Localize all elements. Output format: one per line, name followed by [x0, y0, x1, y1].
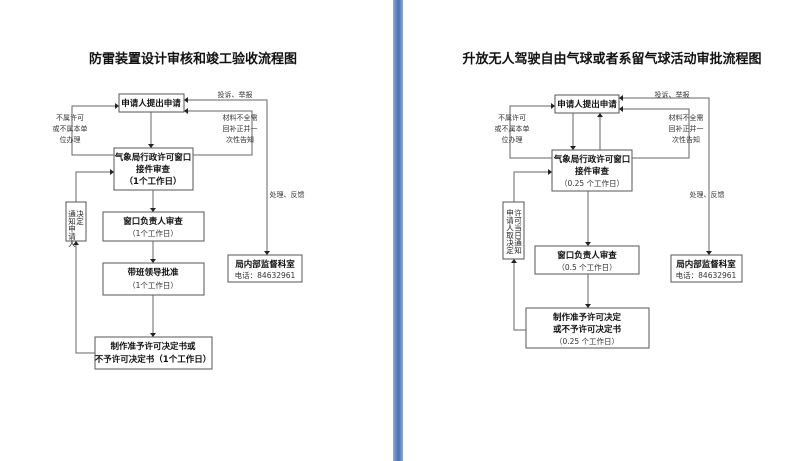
- left-accept-line2: 接件审查: [136, 164, 171, 175]
- left-leader-line2: （1个工作日）: [128, 280, 178, 290]
- left-window-review-line2: （1个工作日）: [128, 228, 178, 238]
- left-leader-box: 带班领导批准 （1个工作日）: [102, 262, 205, 296]
- right-notify-col2: 申请人取决定: [505, 208, 514, 256]
- right-note-material-3: 次性告知: [672, 135, 700, 144]
- left-note-reject-1: 不属许可: [56, 113, 84, 122]
- left-window-review-box: 窗口负责人审查 （1个工作日）: [102, 211, 205, 242]
- left-window-review-line1: 窗口负责人审查: [123, 216, 183, 227]
- left-apply-text: 申请人提出申请: [121, 98, 181, 109]
- right-note-handle: 处理、反馈: [690, 190, 725, 199]
- left-title: 防雷装置设计审核和竣工验收流程图: [89, 51, 297, 67]
- right-window-review-line1: 窗口负责人审查: [557, 250, 617, 261]
- right-note-reject-1: 不属许可: [498, 113, 526, 122]
- left-supervise-line1: 局内部监督科室: [234, 259, 295, 270]
- left-notify-col2: 通知申请人: [67, 209, 76, 248]
- right-supervise-box: 局内部监督科室 电话：84632961: [670, 254, 743, 283]
- left-leader-line1: 带班领导批准: [127, 267, 179, 278]
- left-decision-line2: 不予许可决定书（1个工作日）: [95, 354, 211, 365]
- left-accept-line3: （1个工作日）: [125, 176, 182, 187]
- right-decision-line2: 或不予许可决定书: [553, 324, 622, 335]
- left-note-reject-2: 或不属本单: [53, 124, 88, 133]
- right-window-review-line2: （0.5 个工作日）: [557, 262, 616, 272]
- right-title: 升放无人驾驶自由气球或者系留气球活动审批流程图: [462, 51, 761, 67]
- left-decision-box: 制作准予许可决定书或 不予许可决定书（1个工作日）: [94, 336, 213, 370]
- left-accept-box: 气象局行政许可窗口 接件审查 （1个工作日）: [113, 147, 194, 191]
- right-window-review-box: 窗口负责人审查 （0.5 个工作日）: [534, 245, 640, 275]
- right-note-material-1: 材料不全需: [669, 113, 704, 122]
- right-note-reject-2: 或不属本单: [495, 124, 530, 133]
- right-note-reject-3: 位办理: [502, 135, 523, 144]
- right-accept-line3: （0.25 个工作日）: [560, 178, 624, 188]
- page-divider: [393, 0, 403, 461]
- right-accept-line1: 气象局行政许可窗口: [553, 154, 631, 165]
- left-flowchart: 防雷装置设计审核和竣工验收流程图 申请人提出申请 气象局行政许可窗口 接件审查 …: [53, 51, 305, 370]
- right-accept-box: 气象局行政许可窗口 接件审查 （0.25 个工作日）: [551, 149, 633, 192]
- right-flowchart: 升放无人驾驶自由气球或者系留气球活动审批流程图 申请人提出申请 气象局行政许可窗…: [462, 51, 762, 349]
- right-decision-line1: 制作准予许可决定: [553, 312, 622, 323]
- left-apply-box: 申请人提出申请: [118, 93, 185, 113]
- right-note-material-2: 回补正并一: [669, 124, 704, 133]
- right-supervise-line1: 局内部监督科室: [675, 259, 736, 270]
- right-decision-line3: （0.25 个工作日）: [555, 336, 619, 346]
- right-apply-box: 申请人提出申请: [554, 94, 620, 114]
- right-notify-col1: 许可当日通知: [513, 208, 522, 256]
- left-note-material-2: 回补正并一: [223, 124, 258, 133]
- left-supervise-line2: 电话：84632961: [235, 270, 296, 280]
- right-accept-line2: 接件审查: [575, 166, 610, 177]
- left-note-material-1: 材料不全需: [223, 113, 258, 122]
- left-accept-line1: 气象局行政许可窗口: [114, 152, 192, 163]
- right-note-complaint: 投诉、举报: [655, 90, 690, 99]
- left-note-reject-3: 位办理: [60, 135, 81, 144]
- left-decision-line1: 制作准予许可决定书或: [110, 341, 196, 352]
- right-supervise-line2: 电话：84632961: [676, 270, 737, 280]
- right-apply-text: 申请人提出申请: [557, 99, 617, 110]
- right-notify-box: 许可当日通知 申请人取决定: [502, 201, 525, 260]
- left-note-material-3: 次性告知: [226, 135, 254, 144]
- left-note-handle: 处理、反馈: [270, 190, 305, 199]
- left-note-complaint: 投诉、举报: [218, 90, 253, 99]
- right-decision-box: 制作准予许可决定 或不予许可决定书 （0.25 个工作日）: [525, 307, 650, 349]
- left-supervise-box: 局内部监督科室 电话：84632961: [227, 254, 303, 283]
- left-notify-box: 决定 通知申请人: [65, 201, 87, 248]
- left-notify-col1: 决定: [75, 209, 84, 227]
